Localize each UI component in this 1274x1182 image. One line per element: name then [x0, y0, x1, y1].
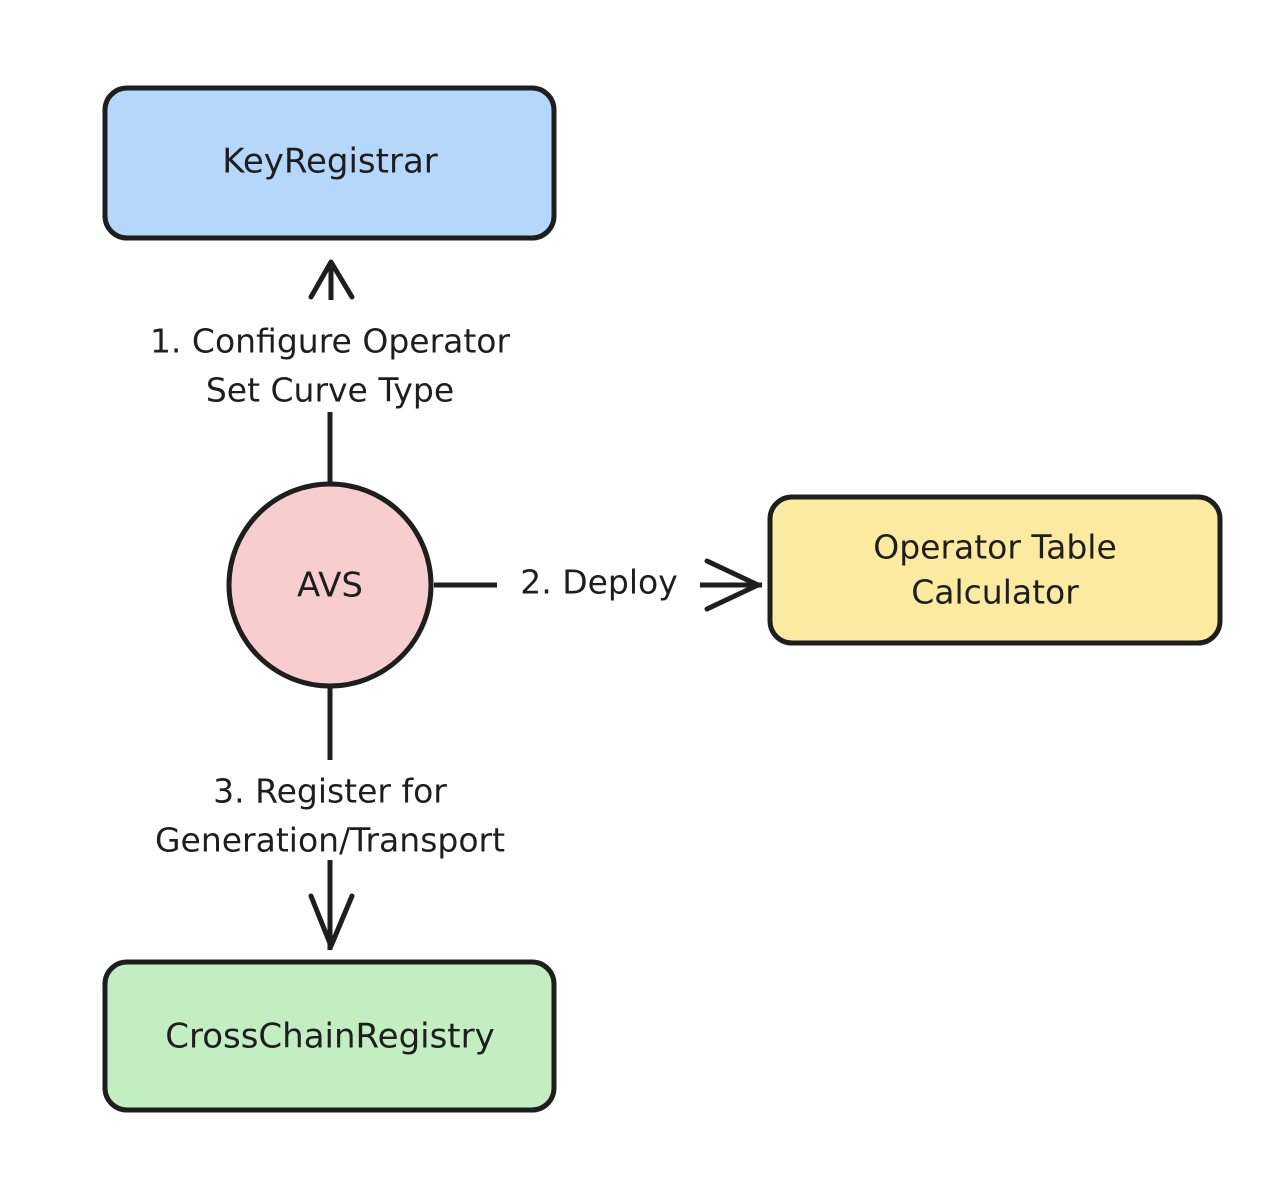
- node-avs[interactable]: AVS: [226, 481, 434, 689]
- edge-deploy: [434, 558, 762, 612]
- edge-configure-label-line1: 1. Configure Operator: [150, 322, 511, 361]
- edge-register-label-line2: Generation/Transport: [155, 821, 505, 860]
- node-operator-table-calculator[interactable]: Operator Table Calculator: [767, 494, 1223, 646]
- key-registrar-box[interactable]: [102, 85, 557, 241]
- cross-chain-registry-box[interactable]: [102, 959, 557, 1113]
- edge-deploy-label: 2. Deploy: [520, 563, 678, 602]
- edge-register-for-generation-transport: [308, 686, 355, 950]
- edge-configure-label: 1. Configure Operator Set Curve Type: [150, 322, 511, 410]
- operator-table-calculator-label-line1: Operator Table: [873, 528, 1117, 567]
- edge-register-label: 3. Register for Generation/Transport: [155, 772, 505, 860]
- edge-configure-label-line2: Set Curve Type: [206, 371, 454, 410]
- avs-label: AVS: [297, 566, 363, 606]
- avs-circle[interactable]: [226, 481, 434, 689]
- node-cross-chain-registry[interactable]: CrossChainRegistry: [102, 959, 557, 1113]
- edge-deploy-arrowhead-icon: [704, 558, 761, 612]
- cross-chain-registry-label: CrossChainRegistry: [165, 1017, 495, 1057]
- operator-table-calculator-box[interactable]: [767, 494, 1223, 646]
- edge-deploy-label-line1: 2. Deploy: [520, 563, 678, 602]
- edge-register-label-line1: 3. Register for: [213, 772, 447, 811]
- operator-table-calculator-label-line2: Calculator: [911, 573, 1079, 612]
- key-registrar-label: KeyRegistrar: [222, 142, 438, 182]
- edge-register-arrowhead-icon: [308, 893, 355, 949]
- node-key-registrar[interactable]: KeyRegistrar: [102, 85, 557, 241]
